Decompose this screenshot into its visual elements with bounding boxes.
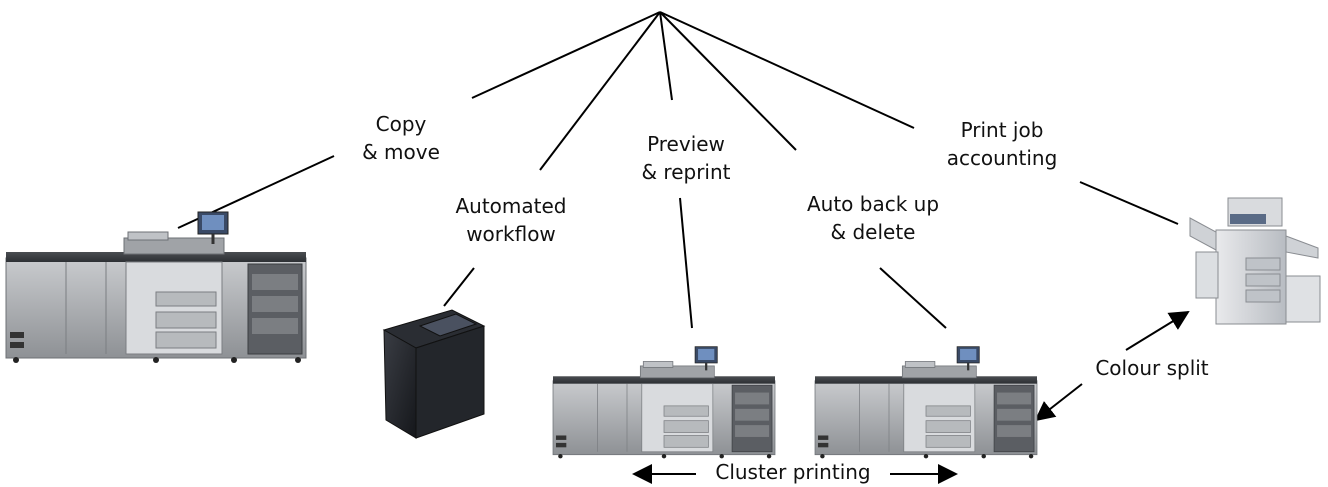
line-to-cluster-a (679, 197, 693, 329)
connector-lines (177, 11, 1179, 329)
line-preview-reprint (659, 11, 673, 101)
colour-mfp (1189, 197, 1321, 325)
line-print-job-accounting (659, 11, 915, 129)
label-colour-split: Colour split (1082, 354, 1222, 382)
colour-split-text: Colour split (1095, 356, 1209, 380)
preview-reprint-line-2: & reprint (641, 160, 731, 184)
line-auto-backup (659, 11, 797, 151)
label-cluster-printing: Cluster printing (700, 458, 886, 486)
copy-move-line-2: & move (362, 140, 440, 164)
automated-workflow-line-2: workflow (466, 222, 556, 246)
auto-backup-line-2: & delete (830, 220, 916, 244)
print-job-line-2: accounting (946, 146, 1058, 170)
arrows (632, 310, 1190, 484)
colour-split-arrow-up (1125, 310, 1190, 351)
line-to-cabinet-printer (443, 267, 475, 307)
automated-workflow-line-1: Automated (455, 194, 567, 218)
auto-backup-line-1: Auto back up (806, 192, 940, 216)
production-printer-cluster-a (551, 345, 777, 460)
line-to-mfp (1079, 181, 1179, 225)
label-copy-move: Copy & move (358, 110, 444, 166)
colour-split-arrow-down (1034, 383, 1083, 422)
print-job-line-1: Print job (960, 118, 1044, 142)
line-automated-workflow (539, 11, 661, 171)
label-auto-backup-delete: Auto back up & delete (796, 190, 950, 246)
label-automated-workflow: Automated workflow (446, 192, 576, 248)
label-print-job-accounting: Print job accounting (932, 116, 1072, 172)
preview-reprint-line-1: Preview (647, 132, 725, 156)
production-printer-cluster-b (813, 345, 1039, 460)
line-matrix-printer (382, 309, 486, 439)
copy-move-line-1: Copy (375, 112, 427, 136)
production-printer-large (4, 210, 308, 365)
line-to-cluster-b (879, 267, 947, 329)
cluster-printing-text: Cluster printing (715, 460, 871, 484)
label-preview-reprint: Preview & reprint (632, 130, 740, 186)
line-copy-move (471, 11, 661, 99)
